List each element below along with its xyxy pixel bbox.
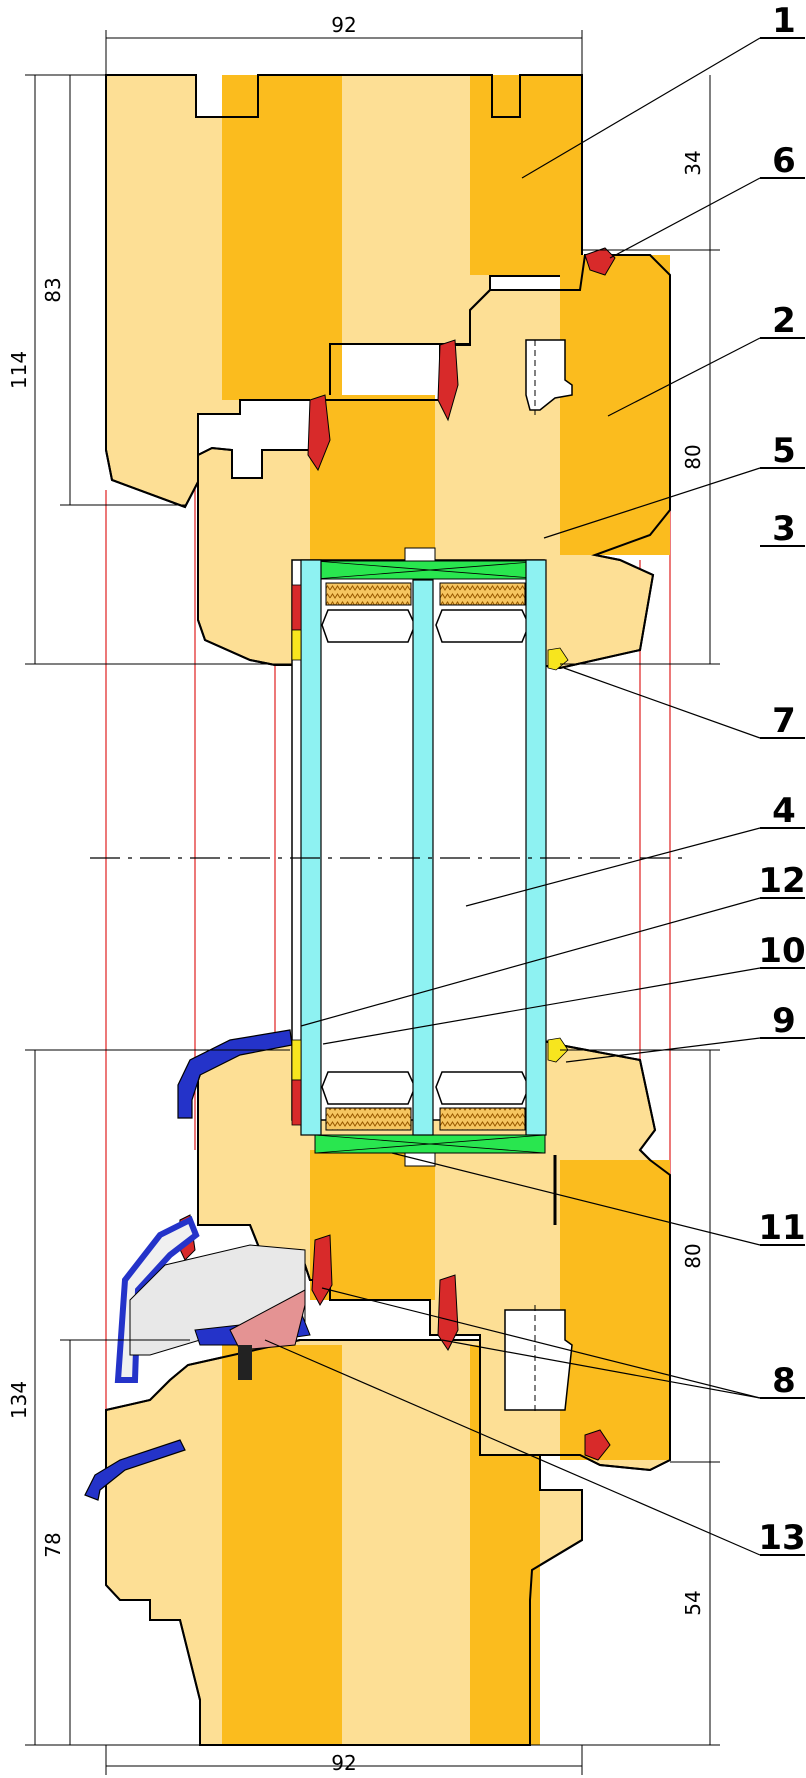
lower-gaskets xyxy=(177,1214,611,1461)
dim-bottom-width: 92 xyxy=(331,1751,356,1775)
callout-6: 6 xyxy=(772,141,796,181)
dim-right-lower-top: 80 xyxy=(681,1243,705,1268)
callout-1: 1 xyxy=(772,1,796,41)
callout-10: 10 xyxy=(758,931,805,971)
callout-9: 9 xyxy=(772,1001,796,1041)
callout-12: 12 xyxy=(758,861,805,901)
dim-left-upper-outer: 114 xyxy=(7,351,31,389)
callout-2: 2 xyxy=(772,301,796,341)
callout-7: 7 xyxy=(772,701,796,741)
dim-right-upper-top: 34 xyxy=(681,150,705,175)
dim-top-width: 92 xyxy=(331,13,356,37)
callout-5: 5 xyxy=(772,431,796,471)
dim-left-lower-inner: 78 xyxy=(41,1532,65,1557)
callout-11: 11 xyxy=(758,1208,805,1248)
dim-right-upper-bottom: 80 xyxy=(681,444,705,469)
callout-8: 8 xyxy=(772,1361,796,1401)
callout-leaders xyxy=(264,37,805,1556)
aluminium-profiles xyxy=(84,1029,311,1501)
top-frame xyxy=(105,74,583,509)
dim-right-lower-bottom: 54 xyxy=(681,1590,705,1615)
callout-4: 4 xyxy=(772,791,796,831)
callout-13: 13 xyxy=(758,1518,805,1558)
glazing-unit xyxy=(291,547,569,1167)
upper-gaskets xyxy=(307,247,616,472)
dimension-lines xyxy=(25,30,720,1775)
dim-left-lower-outer: 134 xyxy=(7,1381,31,1419)
dim-left-upper-inner: 83 xyxy=(41,277,65,302)
callout-3: 3 xyxy=(772,509,796,549)
